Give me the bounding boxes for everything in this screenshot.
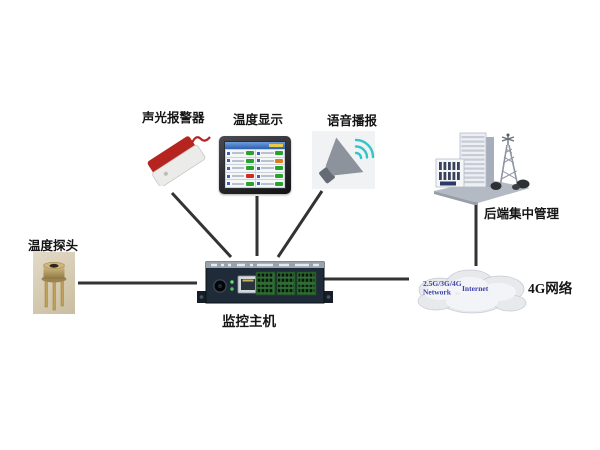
cloud-icon: 2.5G/3G/4G Network Internet <box>417 269 527 314</box>
line-alarm-to-host <box>170 191 233 259</box>
cloud-internet-text: Internet <box>462 284 489 293</box>
backend-label: 后端集中管理 <box>484 207 560 221</box>
host-label: 监控主机 <box>222 314 276 329</box>
display-label: 温度显示 <box>233 113 284 127</box>
touch-screen-icon <box>219 136 291 194</box>
building-tower-icon <box>434 132 530 205</box>
screen-row-item <box>226 180 255 187</box>
voice-label: 语音播报 <box>327 114 378 128</box>
screen-header <box>225 142 285 149</box>
screen-row-item <box>255 180 284 187</box>
screen-row-item <box>255 172 284 180</box>
screen <box>224 141 286 189</box>
screen-row-item <box>226 150 255 157</box>
screen-row-item <box>255 165 284 172</box>
screen-row-item <box>255 150 284 157</box>
screen-grid <box>225 149 285 188</box>
temperature-sensor-icon <box>41 262 67 311</box>
network-label: 4G网络 <box>528 281 573 296</box>
monitoring-host-icon <box>197 261 333 304</box>
probe-label: 温度探头 <box>28 239 79 253</box>
screen-row-item <box>226 165 255 172</box>
speaker-wifi-icon <box>319 137 375 184</box>
screen-row-item <box>226 157 255 165</box>
line-voice-to-host <box>276 190 324 258</box>
screen-row-item <box>226 172 255 180</box>
screen-row-item <box>255 157 284 165</box>
cloud-network-text-line1: 2.5G/3G/4G <box>423 279 462 288</box>
alarm-label: 声光报警器 <box>142 111 205 125</box>
strobe-siren-icon <box>147 136 211 186</box>
cloud-network-text-line2: Network <box>423 288 452 297</box>
